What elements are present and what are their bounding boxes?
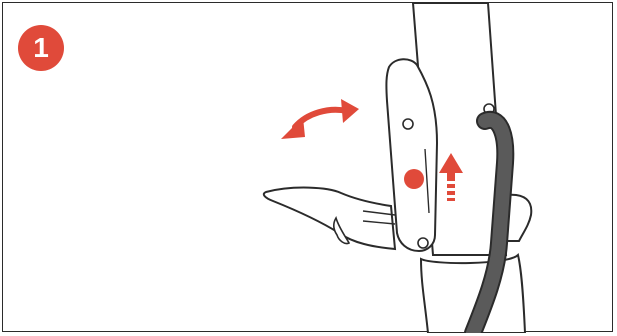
step-number: 1 [33, 32, 49, 63]
clamp-rivet-bottom [417, 237, 429, 249]
side-bracket [505, 193, 533, 242]
lever-pin [333, 216, 351, 245]
up-arrow-icon [439, 153, 463, 201]
lever-slot [362, 210, 396, 216]
clamp-rivet-top [402, 118, 414, 130]
release-button [404, 169, 424, 189]
clamp-plate [385, 58, 439, 253]
curved-arrow-head-right [341, 99, 359, 123]
clamp-edge [424, 148, 430, 214]
lever-slot-2 [362, 220, 396, 225]
folding-lever [262, 186, 397, 251]
brake-cable-fill [466, 112, 513, 333]
instruction-panel: 1 [2, 2, 613, 333]
curved-arrow-head-left [281, 117, 305, 139]
step-badge: 1 [18, 25, 64, 71]
bike-folding-illustration [262, 3, 533, 333]
